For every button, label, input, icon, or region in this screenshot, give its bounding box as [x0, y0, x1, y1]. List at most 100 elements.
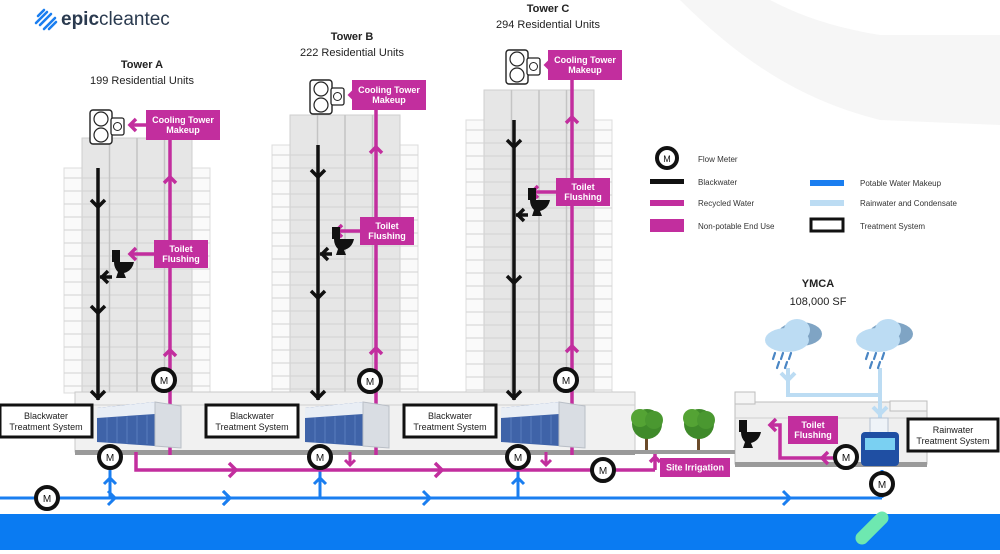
- flows-layer: [0, 57, 889, 507]
- tower-building: [271, 114, 419, 396]
- fan: [529, 62, 538, 71]
- tower-units: 294 Residential Units: [496, 19, 600, 31]
- arrow-head-icon: [564, 343, 580, 354]
- flow-meter-icon: [869, 471, 895, 497]
- toilet-bowl: [741, 432, 761, 448]
- arrow-head-icon: [309, 389, 327, 401]
- arrow-head-icon: [127, 117, 138, 133]
- rain-cloud-icon: [856, 319, 913, 370]
- tank-water: [865, 438, 895, 450]
- condenser-unit: [330, 87, 345, 106]
- legend-label: Flow Meter: [698, 155, 738, 164]
- meter-letter: M: [366, 377, 374, 388]
- blackwater-treatment-system-box-label: Treatment System: [9, 422, 82, 432]
- flow-meter: M: [34, 485, 60, 511]
- buildings-layer: [63, 89, 613, 396]
- meter-letter: M: [562, 376, 570, 387]
- toilet-flushing-box-label: Toilet: [375, 221, 398, 231]
- arrow-head-icon: [505, 274, 523, 286]
- arrow-head-icon: [368, 144, 384, 155]
- arrow-head-icon: [162, 347, 178, 358]
- flow-meter: M: [869, 471, 895, 497]
- fan: [333, 92, 342, 101]
- meter-letter: M: [842, 453, 850, 464]
- toilet-tank: [528, 188, 536, 200]
- cooling-tower-makeup-box-bg: [352, 80, 426, 110]
- legend-swatch: [650, 219, 684, 232]
- fan: [509, 67, 525, 83]
- legend-label: Blackwater: [698, 178, 737, 187]
- cooling-tower-makeup-box-bg: [146, 110, 220, 140]
- arrow-head-icon: [510, 475, 526, 486]
- cooling-tower-icon: [89, 109, 125, 145]
- ymca-area: 108,000 SF: [790, 296, 847, 308]
- toilet-flushing-box-bg: [360, 217, 414, 245]
- toilet-tank: [739, 420, 747, 432]
- legend-label: Recycled Water: [698, 199, 755, 208]
- toilet-icon: [739, 420, 761, 448]
- legend-swatch: [650, 179, 684, 184]
- tower-title: Tower B: [331, 31, 374, 43]
- rainwater-treatment-system-box-label: Treatment System: [916, 436, 989, 446]
- fan: [509, 51, 525, 67]
- meter-letter: M: [160, 376, 168, 387]
- tower-title: Tower A: [121, 59, 163, 71]
- toilet-tank: [112, 250, 120, 262]
- flow-meter-icon: [833, 444, 859, 470]
- rain-clouds: [765, 319, 913, 370]
- legend-recycled-water: Recycled Water: [650, 199, 755, 208]
- ymca-title: YMCA: [802, 278, 834, 290]
- toilet-flushing-box-bg: [154, 240, 208, 268]
- arrow-head-icon: [781, 489, 793, 507]
- condenser-unit: [110, 117, 125, 136]
- meter-letter: M: [316, 453, 324, 464]
- legend-swatch: [650, 200, 684, 206]
- legend-blackwater: Blackwater: [650, 178, 737, 187]
- cooling-tower-makeup-box-label: Cooling Tower: [358, 85, 420, 95]
- meter-letter: M: [599, 466, 607, 477]
- arrow-head-icon: [221, 489, 233, 507]
- legend-rainwater: Rainwater and Condensate: [810, 199, 958, 208]
- site-irrigation-box-label: Site Irrigation: [666, 463, 724, 473]
- flow-meter: M: [833, 444, 859, 470]
- condenser-unit: [526, 57, 541, 76]
- arrow-head-icon: [343, 458, 357, 468]
- meter-letter: M: [514, 453, 522, 464]
- background-swoosh: [680, 0, 1000, 125]
- blackwater-treatment-system-box-frame: [0, 403, 94, 439]
- arrow-head-icon: [127, 246, 138, 262]
- arrow-head-icon: [819, 450, 830, 466]
- legend-potable-water: Potable Water Makeup: [810, 179, 942, 188]
- toilet-flushing-box-bg: [556, 178, 610, 206]
- legend-flow-meter: M Flow Meter: [655, 146, 738, 170]
- toilet-bowl: [114, 262, 134, 278]
- flow-meter: M: [151, 367, 177, 393]
- arrow-head-icon: [505, 138, 523, 150]
- treatment-container: [305, 401, 390, 449]
- cooling-tower-makeup-box-label: Makeup: [372, 95, 406, 105]
- arrow-head-icon: [648, 454, 662, 464]
- arrow-head-icon: [871, 405, 889, 417]
- outfall-pipe: [855, 511, 889, 545]
- arrow-head-icon: [99, 269, 110, 285]
- flow-meter: M: [553, 367, 579, 393]
- blackwater-treatment-system-box-frame: [402, 403, 498, 439]
- toilet-flushing-box-label: Flushing: [162, 254, 200, 264]
- arrow-head-icon: [102, 475, 118, 486]
- flow-meter-icon: [151, 367, 177, 393]
- arrow-head-icon: [106, 489, 118, 507]
- arrow-head-icon: [89, 304, 107, 316]
- flow-meter: M: [505, 444, 531, 470]
- arrow-head-icon: [515, 207, 526, 223]
- cooling-unit: [309, 79, 333, 115]
- fan: [93, 111, 109, 127]
- cooling-tower-makeup-box-label: Makeup: [166, 125, 200, 135]
- tree-icon: [683, 409, 715, 450]
- container-top-band: [501, 402, 559, 418]
- arrow-head-icon: [312, 475, 328, 486]
- fan: [313, 81, 329, 97]
- container-top-band: [97, 402, 155, 418]
